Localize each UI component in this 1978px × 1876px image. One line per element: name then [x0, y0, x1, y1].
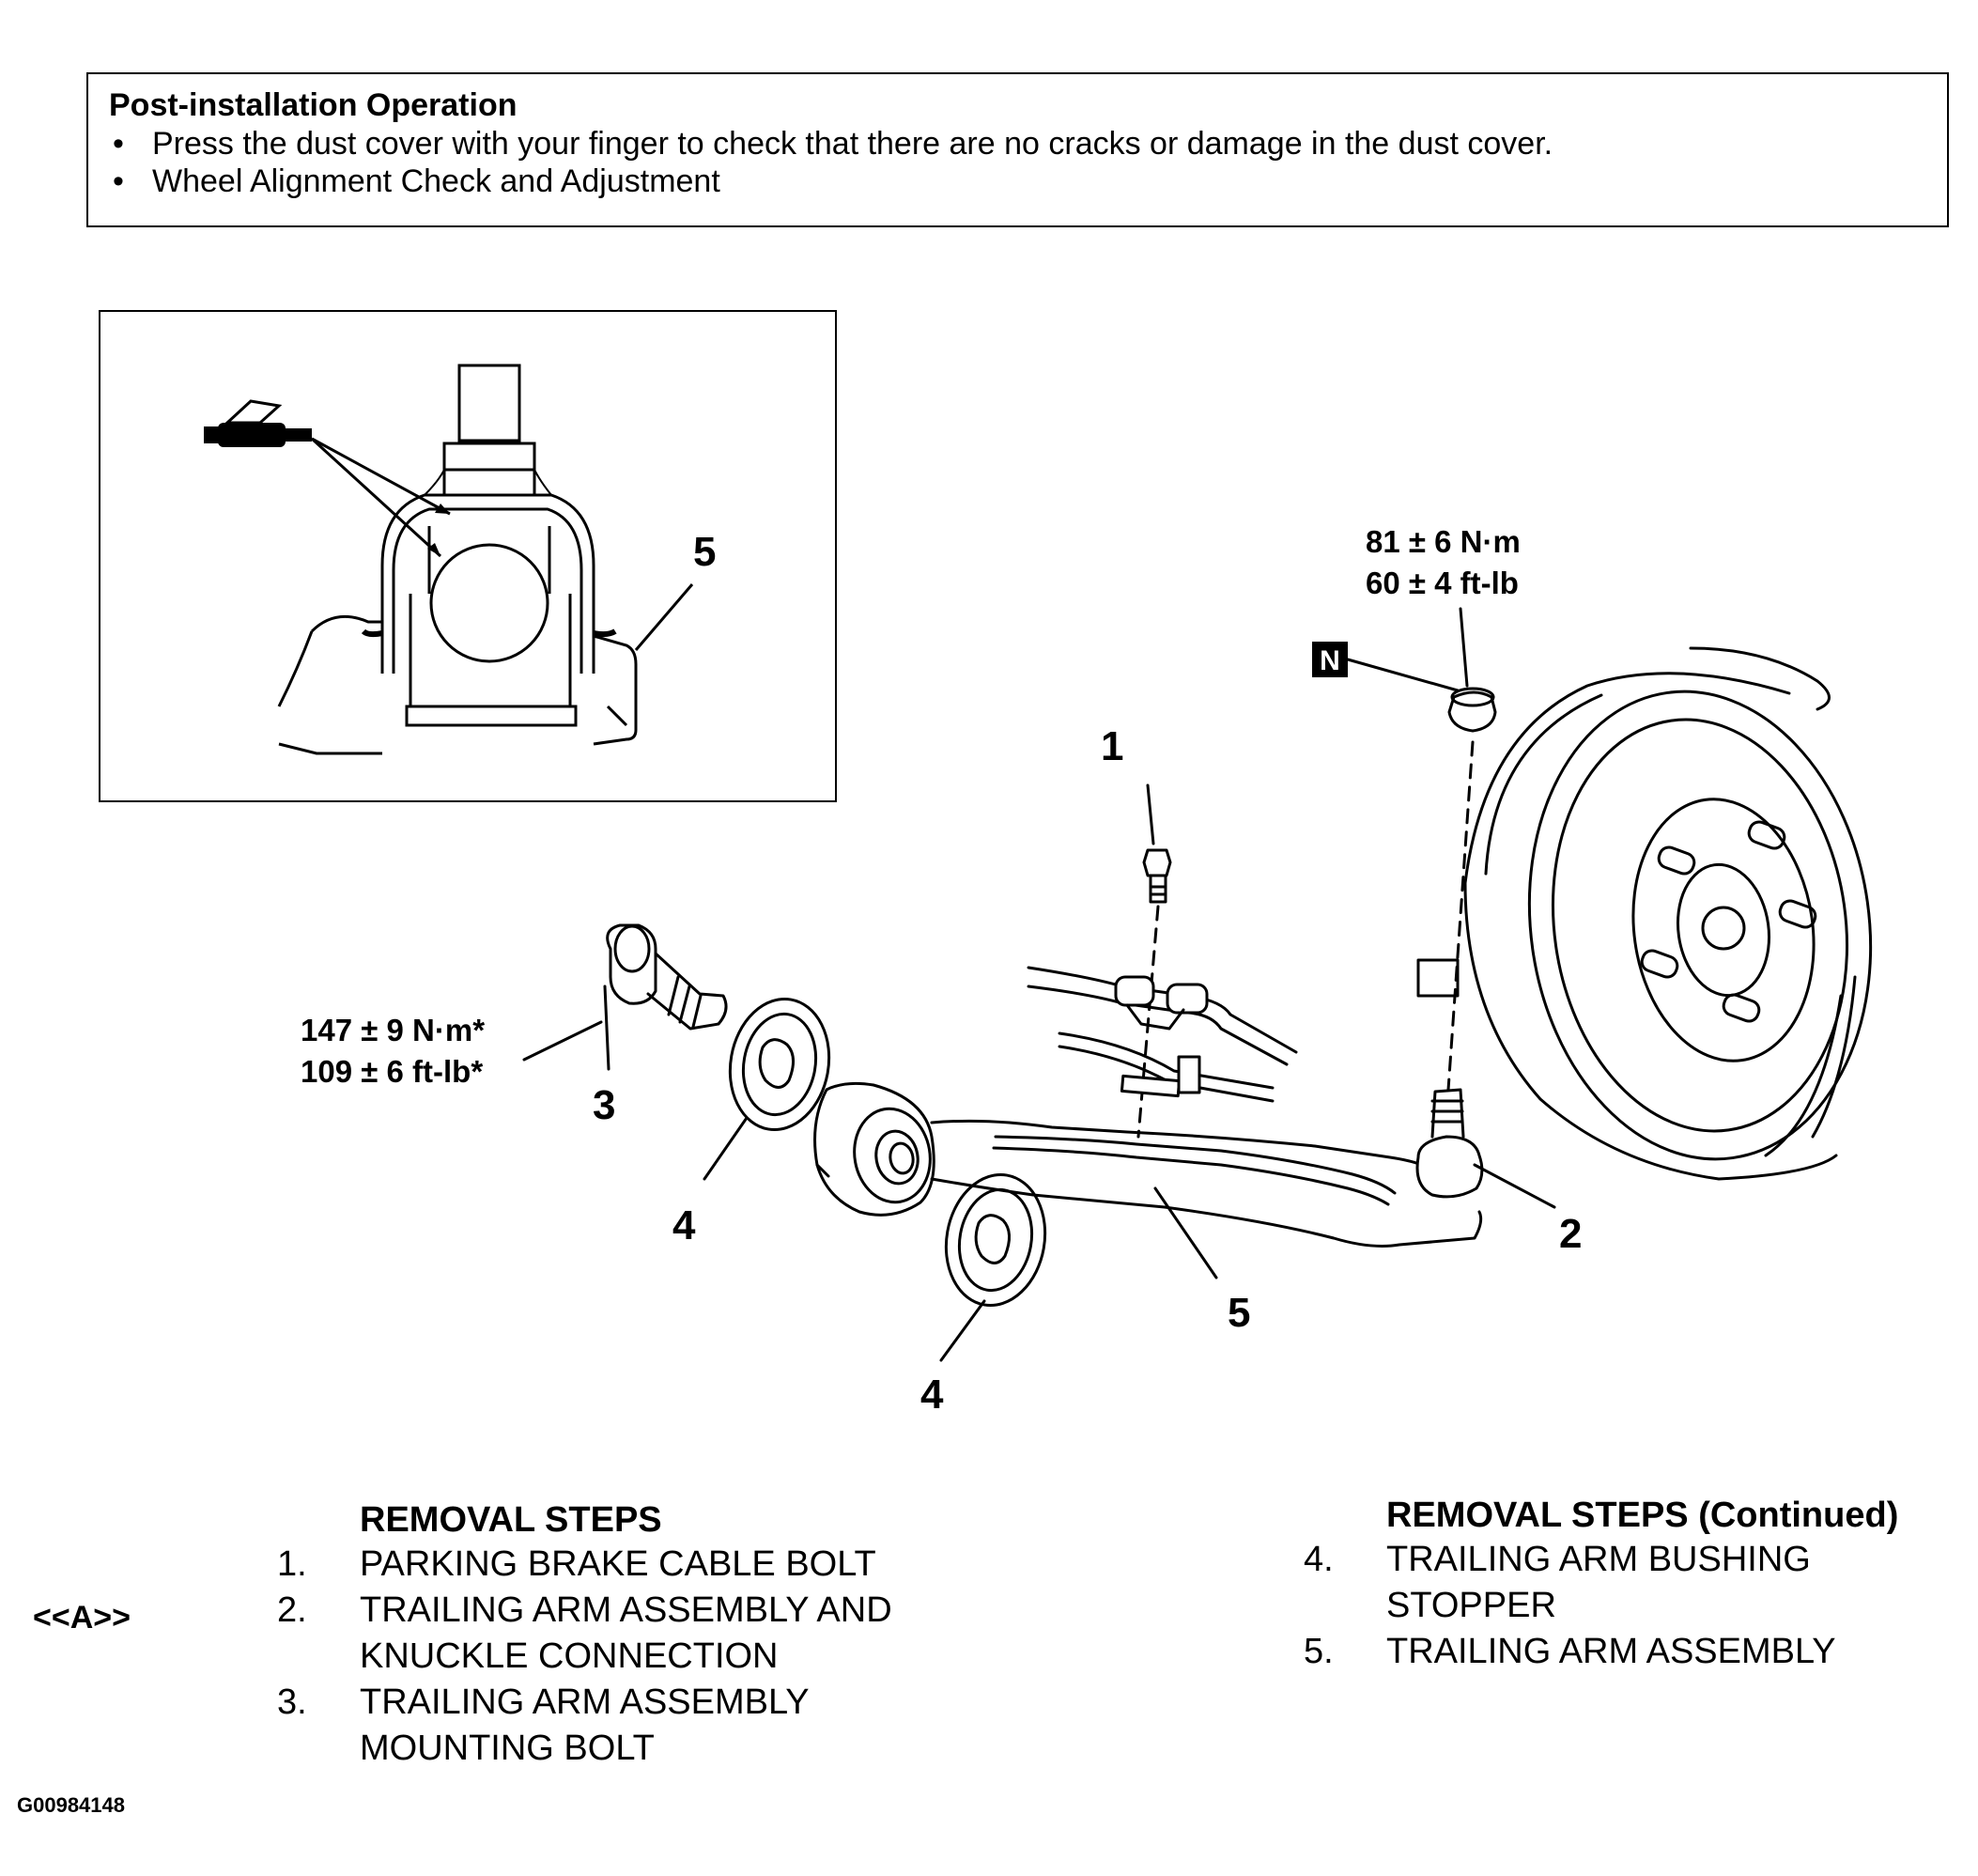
post-installation-item: Wheel Alignment Check and Adjustment	[109, 163, 1926, 200]
ball-joint-drawing	[204, 364, 694, 755]
removal-steps: REMOVAL STEPS 1. PARKING BRAKE CABLE BOL…	[277, 1498, 991, 1772]
grease-gun-icon	[204, 399, 312, 447]
self-locking-nut	[1446, 687, 1497, 1092]
torque-nut-metric: 81 ± 6 N·m	[1366, 524, 1521, 559]
step-text-line: TRAILING ARM ASSEMBLY	[1386, 1632, 1836, 1671]
non-reusable-badge-label: N	[1320, 645, 1340, 676]
removal-steps-title: REMOVAL STEPS	[360, 1500, 662, 1540]
step-text-line: STOPPER	[1386, 1586, 1556, 1625]
callout-4-bushing-stopper-lower: 4	[920, 1372, 944, 1418]
removal-step-3: 3. TRAILING ARM ASSEMBLY MOUNTING BOLT	[277, 1680, 991, 1772]
trailing-arm	[813, 1081, 1556, 1279]
removal-step-1: 1. PARKING BRAKE CABLE BOLT	[277, 1542, 991, 1588]
post-installation-title: Post-installation Operation	[109, 87, 518, 123]
torque-bolt-imperial: 109 ± 6 ft-lb*	[301, 1054, 484, 1089]
callout-3-mounting-bolt: 3	[593, 1082, 616, 1128]
step-text-line: TRAILING ARM ASSEMBLY	[360, 1682, 810, 1722]
removal-step-5: 5. TRAILING ARM ASSEMBLY	[1304, 1629, 1970, 1675]
bushing-stopper-lower	[939, 1172, 1047, 1362]
torque-spec-nut: 81 ± 6 N·m 60 ± 4 ft-lb	[1366, 521, 1521, 604]
parking-brake-cables	[1027, 966, 1298, 1103]
step-number: 1.	[277, 1544, 307, 1584]
service-point-ref-a: <<A>>	[33, 1600, 131, 1636]
post-installation-item: Press the dust cover with your finger to…	[109, 125, 1926, 163]
step-text-line: TRAILING ARM ASSEMBLY AND	[360, 1590, 892, 1630]
step-text-line: KNUCKLE CONNECTION	[360, 1636, 779, 1676]
figure-id: G00984148	[17, 1793, 125, 1817]
step-number: 5.	[1304, 1632, 1334, 1671]
step-text-line: TRAILING ARM BUSHING	[1386, 1540, 1811, 1579]
removal-step-4: 4. TRAILING ARM BUSHING STOPPER	[1304, 1537, 1970, 1629]
inset-callout-5: 5	[693, 529, 717, 575]
step-number: 3.	[277, 1682, 307, 1722]
step-text-line: MOUNTING BOLT	[360, 1729, 655, 1768]
torque-spec-bolt: 147 ± 9 N·m* 109 ± 6 ft-lb*	[301, 1010, 485, 1093]
step-text-line: PARKING BRAKE CABLE BOLT	[360, 1544, 876, 1584]
step-number: 4.	[1304, 1540, 1334, 1579]
removal-step-2: 2. TRAILING ARM ASSEMBLY AND KNUCKLE CON…	[277, 1588, 991, 1680]
callout-5-trailing-arm: 5	[1228, 1290, 1251, 1336]
bushing-stopper-upper	[703, 997, 831, 1181]
torque-bolt-metric: 147 ± 9 N·m*	[301, 1013, 486, 1047]
brake-disc-assembly	[1416, 646, 1873, 1181]
callout-1-parking-brake-cable-bolt: 1	[1101, 723, 1124, 769]
removal-steps-continued: REMOVAL STEPS (Continued) 4. TRAILING AR…	[1304, 1494, 1970, 1675]
non-reusable-badge: N	[1312, 642, 1348, 677]
callout-2-knuckle-connection: 2	[1559, 1211, 1583, 1257]
callout-4-bushing-stopper-upper: 4	[672, 1202, 696, 1248]
mounting-bolt	[522, 923, 728, 1071]
post-installation-box: Post-installation Operation Press the du…	[86, 72, 1949, 227]
step-number: 2.	[277, 1590, 307, 1630]
ball-joint-inset	[99, 310, 837, 802]
torque-nut-imperial: 60 ± 4 ft-lb	[1366, 566, 1519, 600]
removal-steps-continued-title: REMOVAL STEPS (Continued)	[1386, 1496, 1899, 1535]
parking-brake-cable-bolt	[1136, 783, 1172, 1139]
post-installation-list: Press the dust cover with your finger to…	[109, 125, 1926, 200]
